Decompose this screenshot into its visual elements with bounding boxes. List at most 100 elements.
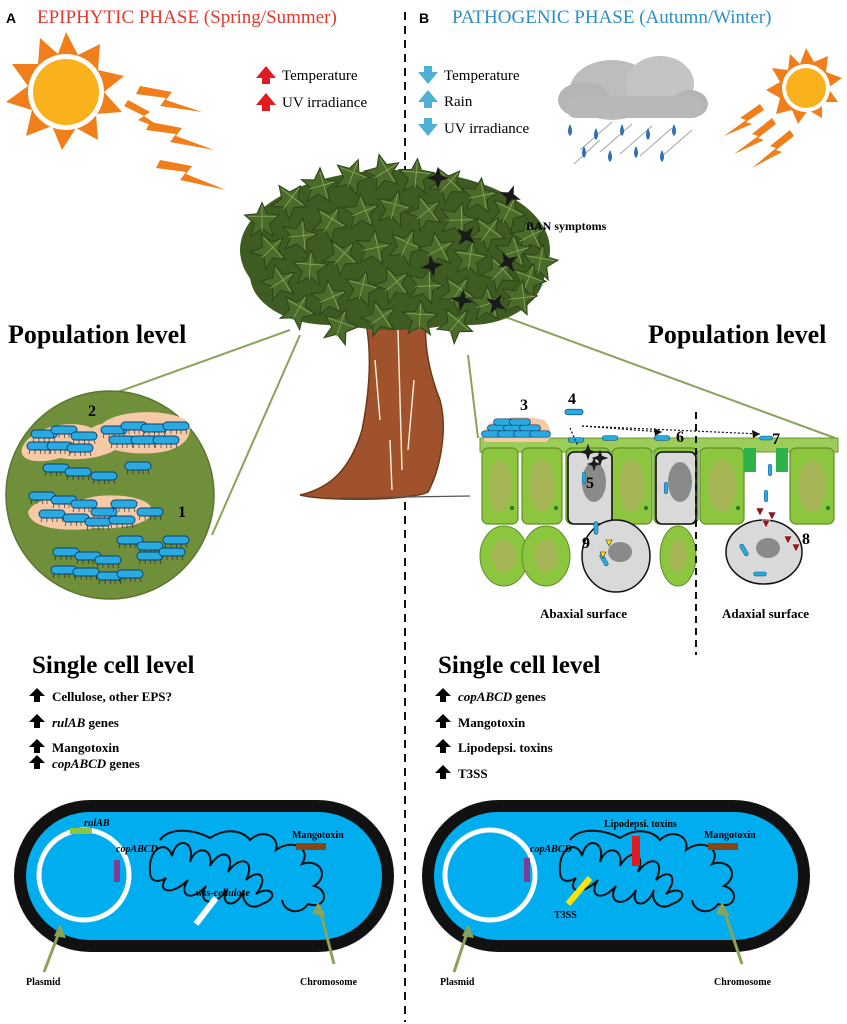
epidermal-cell	[699, 447, 745, 525]
wss-cellulose-marker	[193, 896, 219, 926]
bacterium-icon	[30, 429, 58, 443]
rain-cloud-icon	[558, 56, 708, 165]
bacterium-icon	[116, 535, 144, 549]
panel-b-letter: B	[419, 10, 429, 26]
trait-item: Mangotoxin	[458, 715, 526, 730]
adaxial-label: Adaxial surface	[722, 606, 809, 621]
tissue-number-4: 4	[568, 391, 576, 408]
tissue-number-3: 3	[520, 397, 528, 414]
bacterium-icon	[72, 567, 100, 581]
bacterium-icon	[162, 535, 190, 549]
tree-trunk	[299, 297, 471, 501]
plasmid-label-a: Plasmid	[26, 977, 61, 988]
tissue-number-6: 6	[676, 429, 684, 446]
rulab-label: rulAB	[84, 818, 110, 829]
spongy-mesophyll	[479, 519, 803, 593]
bacterium-icon	[50, 495, 78, 509]
mangotoxin-marker-a	[296, 843, 326, 850]
increase-arrow-icon	[29, 739, 45, 753]
circle-number-1: 1	[178, 504, 186, 521]
tissue-number-9: 9	[582, 535, 590, 552]
bacterium-icon	[519, 424, 541, 432]
population-bacteria	[26, 421, 190, 585]
stoma-guard-cell	[776, 448, 788, 472]
lipodepsi-label: Lipodepsi. toxins	[604, 819, 677, 830]
bacterium-icon	[162, 421, 190, 435]
panel-a-title: EPIPHYTIC PHASE (Spring/Summer)	[37, 7, 337, 28]
mangotoxin-label-a: Mangotoxin	[292, 830, 344, 841]
plasmid-label-b: Plasmid	[440, 977, 475, 988]
infected-mesophyll-cell	[581, 519, 651, 593]
trait-item: Lipodepsi. toxins	[458, 740, 553, 755]
bacterium-icon	[110, 499, 138, 513]
trait-item: rulAB genes	[52, 715, 119, 730]
bacterium-icon	[593, 521, 599, 535]
mesophyll-cell	[521, 525, 571, 587]
bacterium-icon	[136, 551, 164, 565]
sun-small-icon	[766, 48, 842, 124]
chromosome-label-a: Chromosome	[300, 977, 358, 988]
bacterium-icon	[38, 509, 66, 523]
t3ss-marker	[565, 876, 593, 906]
tissue-number-7: 7	[772, 431, 780, 448]
temperature-down-arrow-icon	[418, 66, 438, 84]
migration-arrows	[569, 425, 761, 447]
plasmid-pointer-b	[452, 924, 474, 973]
sun-icon	[6, 32, 124, 150]
climate-list-a: Temperature UV irradiance	[256, 66, 367, 111]
bacterium-icon	[158, 547, 186, 561]
mesophyll-cell	[659, 525, 697, 587]
copabcd-marker-a	[114, 860, 120, 882]
epidermal-cell	[611, 447, 653, 525]
trait-item: T3SS	[458, 766, 488, 781]
infected-mesophyll-cell	[725, 519, 803, 585]
bacterium-cell-a: rulAB copABCD wss-cellulose Mangotoxin	[14, 800, 394, 952]
bacterium-icon	[74, 551, 102, 565]
increase-arrow-icon	[435, 739, 451, 753]
panel-a-letter: A	[6, 10, 16, 26]
t3ss-effectors	[599, 539, 613, 559]
population-level-title-b: Population level	[648, 320, 826, 349]
bacterium-icon	[94, 555, 122, 569]
mangotoxin-marker-b	[708, 843, 738, 850]
climate-b-uv: UV irradiance	[444, 121, 529, 137]
increase-arrow-icon	[29, 755, 45, 769]
mangotoxin-label-b: Mangotoxin	[704, 830, 756, 841]
bacterium-icon	[529, 430, 551, 438]
bacterium-icon	[509, 418, 531, 426]
bacterium-icon	[50, 565, 78, 579]
copabcd-marker-b	[524, 858, 530, 882]
ban-symptoms-label: BAN symptoms	[526, 219, 607, 233]
bacterium-icon	[120, 421, 148, 435]
bacterium-icon	[130, 435, 158, 449]
bacterium-icon	[601, 435, 619, 441]
increase-arrow-icon	[29, 688, 45, 702]
tree-canopy	[240, 147, 561, 349]
panel-b-title: PATHOGENIC PHASE (Autumn/Winter)	[452, 7, 771, 28]
uv-up-arrow-icon	[256, 93, 276, 111]
chromosome-b	[558, 842, 684, 908]
bacterium-icon	[26, 441, 54, 455]
chromosome-a	[148, 842, 274, 908]
chromosome-pointer-a	[312, 902, 336, 965]
abaxial-label: Abaxial surface	[540, 606, 627, 621]
lipodepsi-marker	[632, 836, 640, 866]
bacterium-icon	[763, 489, 769, 503]
chromosome-label-b: Chromosome	[714, 977, 772, 988]
bacterium-cell-b: copABCD Lipodepsi. toxins Mangotoxin T3S…	[422, 800, 810, 952]
bacterium-icon	[124, 461, 152, 475]
increase-arrow-icon	[435, 688, 451, 702]
mesophyll-cell	[479, 525, 529, 587]
bacterium-icon	[90, 471, 118, 485]
epidermal-cell	[481, 447, 519, 525]
trait-item: copABCD genes	[52, 756, 140, 771]
trait-item: Cellulose, other EPS?	[52, 689, 172, 704]
bacterium-icon	[50, 425, 78, 439]
bacterium-icon	[152, 435, 180, 449]
bacterium-icon	[52, 547, 80, 561]
bacterium-icon	[108, 435, 136, 449]
copabcd-label-a: copABCD	[116, 844, 158, 855]
increase-arrow-icon	[435, 714, 451, 728]
